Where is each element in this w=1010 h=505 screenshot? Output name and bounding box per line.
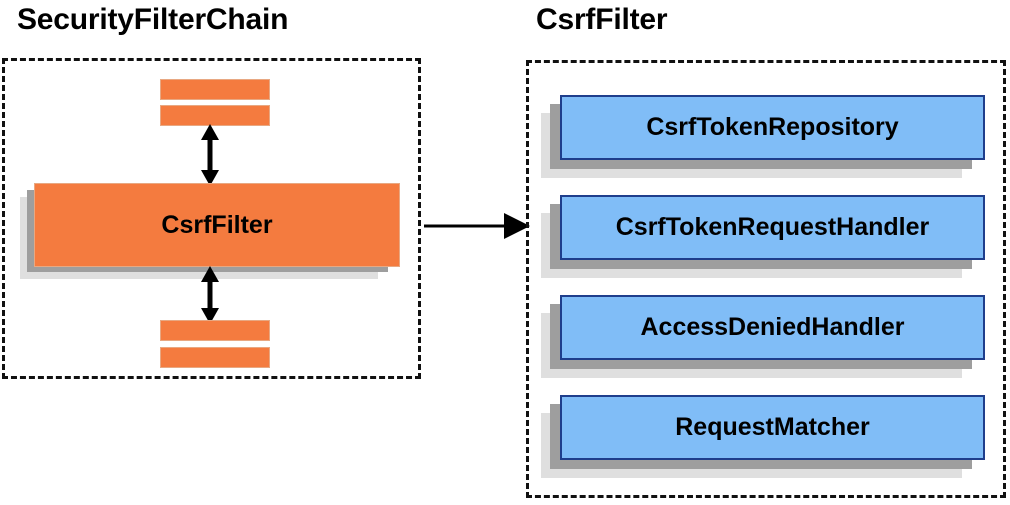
csrf-filter-container: [526, 60, 1006, 498]
csrf-filter-box-label: CsrfFilter: [161, 210, 273, 239]
csrf-filter-box[interactable]: CsrfFilter: [34, 183, 400, 267]
chain-arrow-up: [201, 124, 219, 186]
component-box-csrf-token-repository[interactable]: CsrfTokenRepository: [560, 95, 985, 160]
filter-stub-bottom-2: [160, 347, 270, 368]
filter-stub-bottom-1: [160, 320, 270, 341]
component-label: CsrfTokenRepository: [646, 113, 899, 141]
component-label: RequestMatcher: [675, 413, 870, 441]
expansion-arrow: [424, 213, 530, 239]
component-box-access-denied-handler[interactable]: AccessDeniedHandler: [560, 295, 985, 360]
component-label: AccessDeniedHandler: [640, 313, 905, 341]
right-panel-title: CsrfFilter: [536, 3, 668, 36]
component-label: CsrfTokenRequestHandler: [615, 213, 930, 241]
security-filter-chain-container: [2, 58, 421, 379]
filter-stub-top-2: [160, 105, 270, 126]
chain-arrow-down: [201, 266, 219, 324]
filter-stub-top-1: [160, 79, 270, 100]
left-panel-title: SecurityFilterChain: [17, 3, 289, 36]
component-box-request-matcher[interactable]: RequestMatcher: [560, 395, 985, 460]
component-box-csrf-token-request-handler[interactable]: CsrfTokenRequestHandler: [560, 195, 985, 260]
